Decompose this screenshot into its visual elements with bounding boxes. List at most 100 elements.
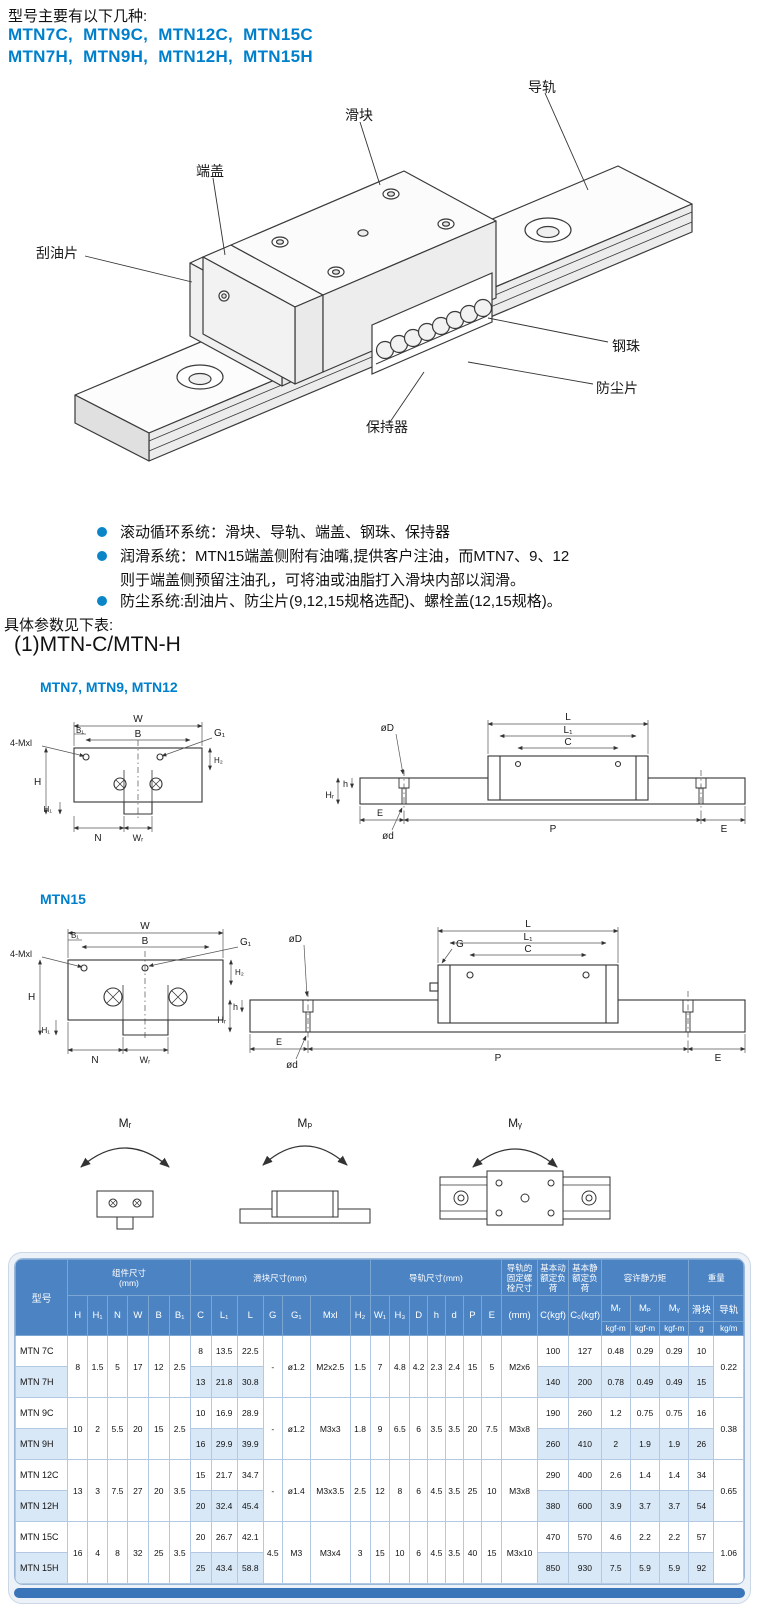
dim-hr: Hᵣ	[325, 790, 334, 800]
dim-h2: H₂	[235, 968, 244, 977]
dim-column-header: d	[444, 1295, 464, 1336]
table-cell: 2.4	[444, 1335, 464, 1398]
dim-h1: H₁	[42, 1026, 51, 1035]
table-cell: 7.5	[107, 1459, 128, 1522]
table-cell: 16	[189, 1428, 212, 1460]
table-cell: 21.7	[210, 1459, 238, 1491]
dim-p: P	[550, 824, 557, 835]
unit-column-header: (mm)	[501, 1295, 538, 1336]
unit-label-cell: kgf-m	[600, 1321, 631, 1336]
table-cell: 0.75	[629, 1397, 661, 1429]
table-cell: 3.5	[168, 1459, 191, 1522]
dim-h: H	[34, 777, 41, 788]
feature-bullets: 滚动循环系统：滑块、导轨、端盖、钢珠、保持器 润滑系统：MTN15端盖侧附有油嘴…	[97, 522, 722, 615]
moment-mp-figure	[239, 1190, 371, 1224]
model-cell: MTN 7H	[15, 1366, 69, 1398]
moment-mr-figure	[96, 1190, 154, 1230]
table-cell: 20	[189, 1521, 212, 1553]
dim-dd-cap: øD	[381, 723, 394, 734]
table-cell: 140	[536, 1366, 570, 1398]
table-cell: 15	[189, 1459, 212, 1491]
weight-column-header: 滑块	[688, 1295, 715, 1322]
model-cell: MTN 15H	[15, 1552, 69, 1584]
side-view	[359, 755, 746, 812]
dim-wr: Wᵣ	[140, 1055, 151, 1065]
table-cell: 39.9	[236, 1428, 264, 1460]
table-cell: 54	[688, 1490, 715, 1522]
table-cell: 2	[87, 1397, 108, 1460]
spec-table: 型号组件尺寸 (mm)滑块尺寸(mm)导轨尺寸(mm)导轨的固定螺栓尺寸基本动额…	[15, 1259, 744, 1584]
group-header-cell: 导轨尺寸(mm)	[369, 1259, 503, 1296]
table-cell: 8	[189, 1335, 212, 1367]
table-cell: 0.29	[659, 1335, 690, 1367]
table-cell: 400	[568, 1459, 602, 1491]
table-cell: 600	[568, 1490, 602, 1522]
dim-n: N	[91, 1055, 98, 1066]
table-cell: 190	[536, 1397, 570, 1429]
bullet-icon	[97, 596, 107, 606]
dim-column-header: W	[126, 1295, 149, 1336]
dim-e-right: E	[715, 1053, 722, 1064]
table-cell: 3.5	[168, 1521, 191, 1584]
side-dim-lines	[228, 927, 746, 1060]
dim-hr: Hᵣ	[217, 1015, 226, 1025]
dust-sheet-label: 防尘片	[596, 380, 638, 396]
moment-mr-label: Mᵣ	[119, 1116, 132, 1130]
table-cell: 6	[409, 1459, 429, 1522]
table-cell: M2x2.5	[309, 1335, 351, 1398]
bullet-icon	[97, 551, 107, 561]
front-view	[73, 740, 203, 820]
dim-column-header: W₁	[369, 1295, 391, 1336]
drawing2-title: MTN15	[40, 891, 86, 907]
table-cell: 26	[688, 1428, 715, 1460]
table-cell: 20	[126, 1397, 149, 1460]
table-cell: 200	[568, 1366, 602, 1398]
table-cell: 32	[126, 1521, 149, 1584]
table-cell: 5.9	[629, 1552, 661, 1584]
dim-b: B	[135, 729, 142, 740]
dim-column-header: H₃	[389, 1295, 411, 1336]
table-cell: 1.9	[659, 1428, 690, 1460]
unit-label-cell: kgf-m	[659, 1321, 690, 1336]
side-dim-lines	[336, 720, 746, 831]
front-dim-lines	[41, 722, 213, 832]
table-cell: 2.5	[349, 1459, 371, 1522]
front-view	[67, 951, 224, 1041]
table-cell: -	[262, 1335, 283, 1398]
dim-column-header: H	[67, 1295, 89, 1336]
dim-dd-low: ød	[382, 831, 394, 842]
dim-column-header: H₂	[349, 1295, 371, 1336]
table-cell: 1.4	[659, 1459, 690, 1491]
table-cell: 3.5	[444, 1521, 464, 1584]
dim-mxl: 4-Mxl	[10, 949, 32, 959]
table-cell: 0.38	[713, 1397, 744, 1460]
table-cell: 5	[481, 1335, 503, 1398]
table-cell: 2.5	[168, 1397, 191, 1460]
table-cell: 7.5	[600, 1552, 631, 1584]
table-cell: M2x6	[501, 1335, 538, 1398]
table-footer-bar	[14, 1588, 745, 1598]
table-cell: 29.9	[210, 1428, 238, 1460]
table-cell: 40	[462, 1521, 483, 1584]
table-cell: 92	[688, 1552, 715, 1584]
table-cell: 22.5	[236, 1335, 264, 1367]
unit-label-cell: kgf-m	[629, 1321, 661, 1336]
dim-b1: B₁	[76, 726, 84, 735]
model-list-line1: MTN7C, MTN9C, MTN12C, MTN15C	[8, 25, 313, 44]
table-cell: 2.6	[600, 1459, 631, 1491]
table-cell: 20	[462, 1397, 483, 1460]
table-cell: 15	[481, 1521, 503, 1584]
table-cell: 260	[536, 1428, 570, 1460]
table-cell: M3	[281, 1521, 311, 1584]
table-cell: 9	[369, 1397, 391, 1460]
dim-e-right: E	[721, 824, 728, 835]
table-cell: 290	[536, 1459, 570, 1491]
table-cell: 25	[147, 1521, 170, 1584]
dim-n: N	[94, 833, 101, 844]
dimension-drawing-mtn7-9-12: W B B₁ G₁ 4-Mxl H H₁ H₂ N Wᵣ L	[10, 712, 746, 844]
moment-my-label: Mᵧ	[508, 1116, 522, 1130]
